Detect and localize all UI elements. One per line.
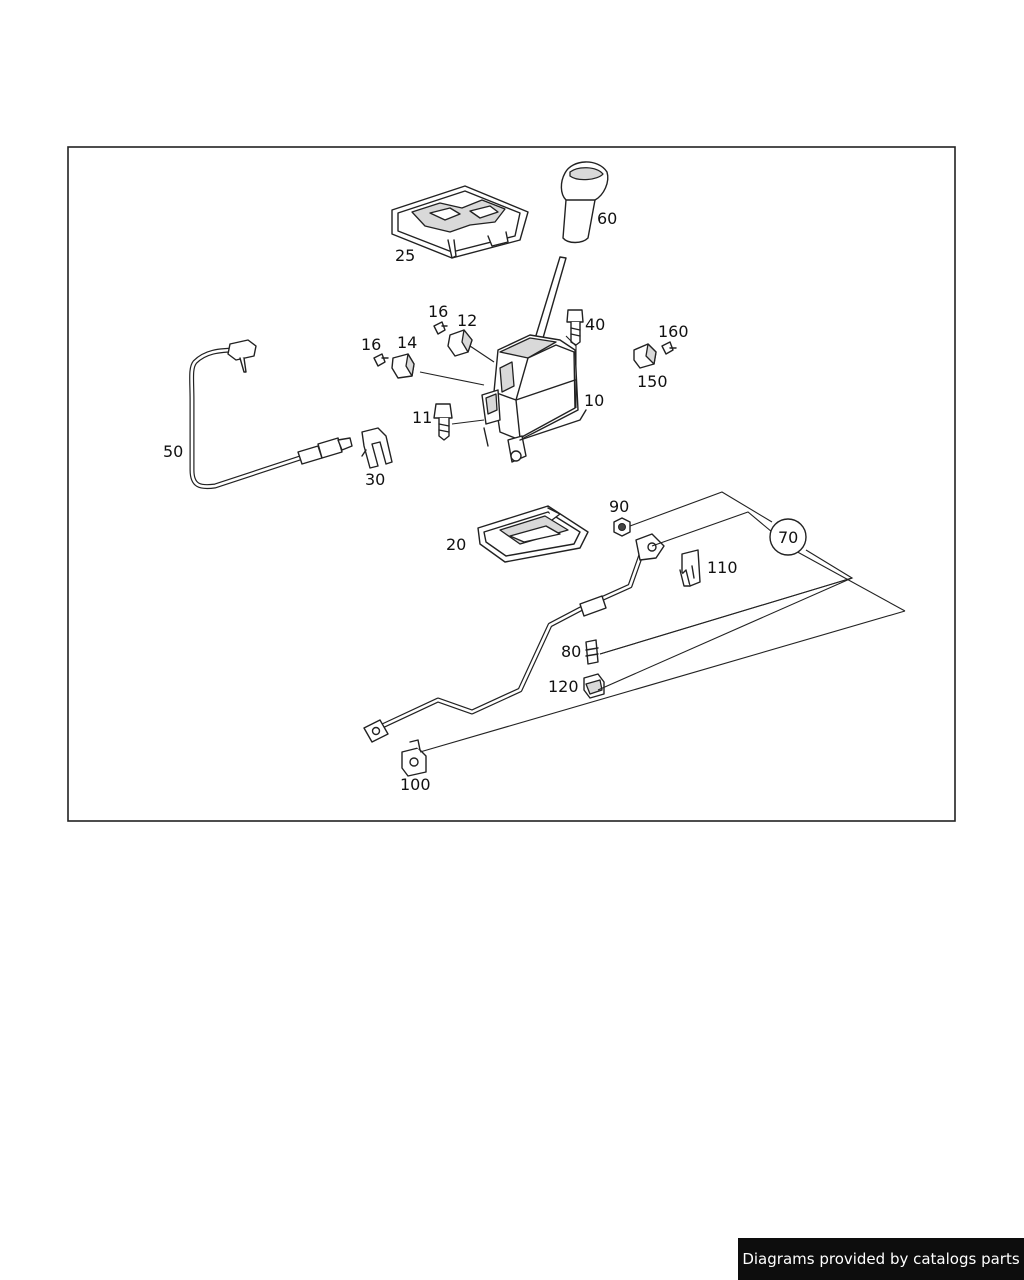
part-10-shifter-housing[interactable]	[481, 256, 587, 463]
footer-credit-text: Diagrams provided by catalogs parts	[742, 1250, 1020, 1268]
label-30: 30	[365, 470, 385, 489]
part-70-shift-rod[interactable]	[363, 533, 665, 743]
part-14-damper[interactable]	[391, 353, 415, 379]
part-labels: 60 25 16 12 40 160 16 14 150 10 11 50 30…	[163, 209, 798, 794]
part-16b-pin[interactable]	[373, 353, 389, 367]
part-80-bushing[interactable]	[585, 639, 599, 665]
part-30-clip[interactable]	[361, 427, 393, 469]
label-90: 90	[609, 497, 629, 516]
label-80: 80	[561, 642, 581, 661]
label-14: 14	[397, 333, 417, 352]
label-160: 160	[658, 322, 689, 341]
label-10: 10	[584, 391, 604, 410]
part-20-selector-plate[interactable]	[477, 505, 589, 563]
leader-lines	[419, 335, 906, 753]
part-12-damper[interactable]	[447, 329, 473, 357]
part-40-screw[interactable]	[566, 309, 584, 346]
label-110: 110	[707, 558, 738, 577]
label-25: 25	[395, 246, 415, 265]
footer-credit: Diagrams provided by catalogs parts	[738, 1238, 1024, 1280]
part-90-nut[interactable]	[613, 517, 631, 537]
label-50: 50	[163, 442, 183, 461]
part-110-clip[interactable]	[679, 549, 701, 587]
label-70: 70	[778, 528, 798, 547]
part-60-shift-knob[interactable]	[560, 161, 609, 244]
part-25-trim-bezel[interactable]	[391, 185, 529, 259]
part-16a-pin[interactable]	[433, 321, 448, 335]
label-150: 150	[637, 372, 668, 391]
label-11: 11	[412, 408, 432, 427]
diagram-frame	[67, 146, 956, 822]
label-120: 120	[548, 677, 579, 696]
label-12: 12	[457, 311, 477, 330]
label-20: 20	[446, 535, 466, 554]
part-120-bushing[interactable]	[583, 673, 605, 699]
part-160-pin[interactable]	[661, 341, 677, 355]
part-11-bolt[interactable]	[433, 403, 453, 441]
part-150-damper[interactable]	[633, 343, 657, 369]
label-100: 100	[400, 775, 431, 794]
label-16b: 16	[361, 335, 381, 354]
part-100-bracket[interactable]	[401, 739, 427, 777]
part-50-cable[interactable]	[189, 339, 353, 490]
label-40: 40	[585, 315, 605, 334]
label-60: 60	[597, 209, 617, 228]
label-16a: 16	[428, 302, 448, 321]
callout-70-circle	[769, 518, 807, 556]
